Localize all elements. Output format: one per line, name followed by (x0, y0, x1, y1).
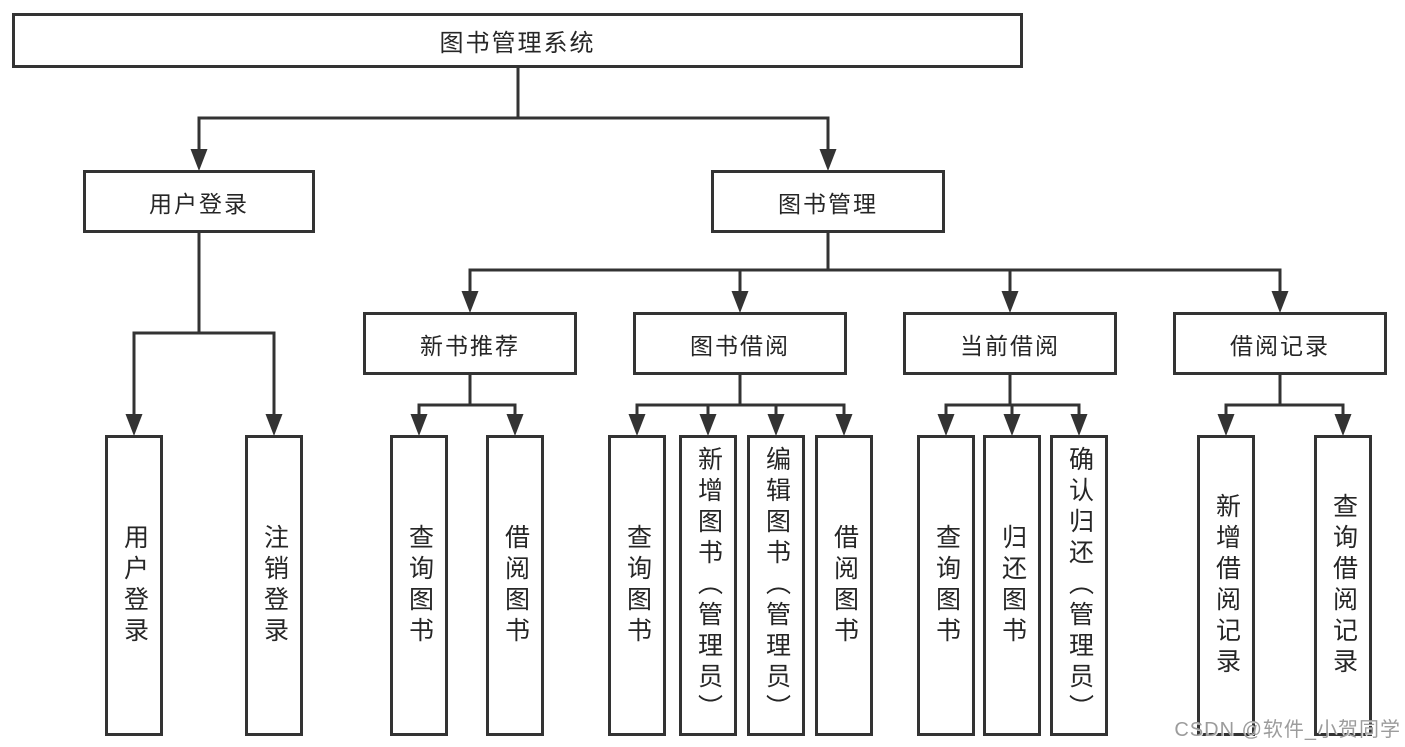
node-label: 查询图书 (932, 523, 961, 648)
node-leaf-borrow-books: 借阅图书 (815, 435, 873, 736)
node-label: 当前借阅 (960, 332, 1060, 359)
node-label: 编辑图书（管理员） (762, 446, 791, 725)
node-leaf-query-books-borrowing: 查询图书 (608, 435, 666, 736)
node-leaf-borrow-books-recommend: 借阅图书 (486, 435, 544, 736)
node-label: 查询借阅记录 (1329, 492, 1358, 679)
node-label: 借阅记录 (1230, 332, 1330, 359)
node-label: 图书管理 (778, 190, 878, 217)
node-leaf-return-books: 归还图书 (983, 435, 1041, 736)
node-label: 查询图书 (623, 523, 652, 648)
node-leaf-query-books-current: 查询图书 (917, 435, 975, 736)
node-leaf-confirm-return-admin: 确认归还（管理员） (1050, 435, 1108, 736)
node-leaf-add-borrow-record: 新增借阅记录 (1197, 435, 1255, 736)
node-leaf-query-borrow-record: 查询借阅记录 (1314, 435, 1372, 736)
node-label: 新增图书（管理员） (694, 446, 723, 725)
node-label: 图书借阅 (690, 332, 790, 359)
node-leaf-edit-books-admin: 编辑图书（管理员） (747, 435, 805, 736)
csdn-watermark: CSDN @软件_小贺同学 (1174, 719, 1401, 741)
node-library-management-system: 图书管理系统 (12, 13, 1023, 68)
node-leaf-user-login: 用户登录 (105, 435, 163, 736)
node-label: 新书推荐 (420, 332, 520, 359)
node-label: 确认归还（管理员） (1065, 446, 1094, 725)
node-label: 注销登录 (260, 523, 289, 648)
node-current-borrowing: 当前借阅 (903, 312, 1117, 375)
node-user-login: 用户登录 (83, 170, 315, 233)
node-new-book-recommendation: 新书推荐 (363, 312, 577, 375)
node-leaf-query-books-recommend: 查询图书 (390, 435, 448, 736)
node-borrowing-records: 借阅记录 (1173, 312, 1387, 375)
node-label: 借阅图书 (830, 523, 859, 648)
node-label: 新增借阅记录 (1212, 492, 1241, 679)
node-label: 用户登录 (120, 523, 149, 648)
node-label: 查询图书 (405, 523, 434, 648)
node-book-management: 图书管理 (711, 170, 945, 233)
node-label: 借阅图书 (501, 523, 530, 648)
node-leaf-logout: 注销登录 (245, 435, 303, 736)
node-label: 归还图书 (998, 523, 1027, 648)
node-label: 用户登录 (149, 190, 249, 217)
node-leaf-add-books-admin: 新增图书（管理员） (679, 435, 737, 736)
node-book-borrowing: 图书借阅 (633, 312, 847, 375)
node-label: 图书管理系统 (439, 30, 596, 57)
